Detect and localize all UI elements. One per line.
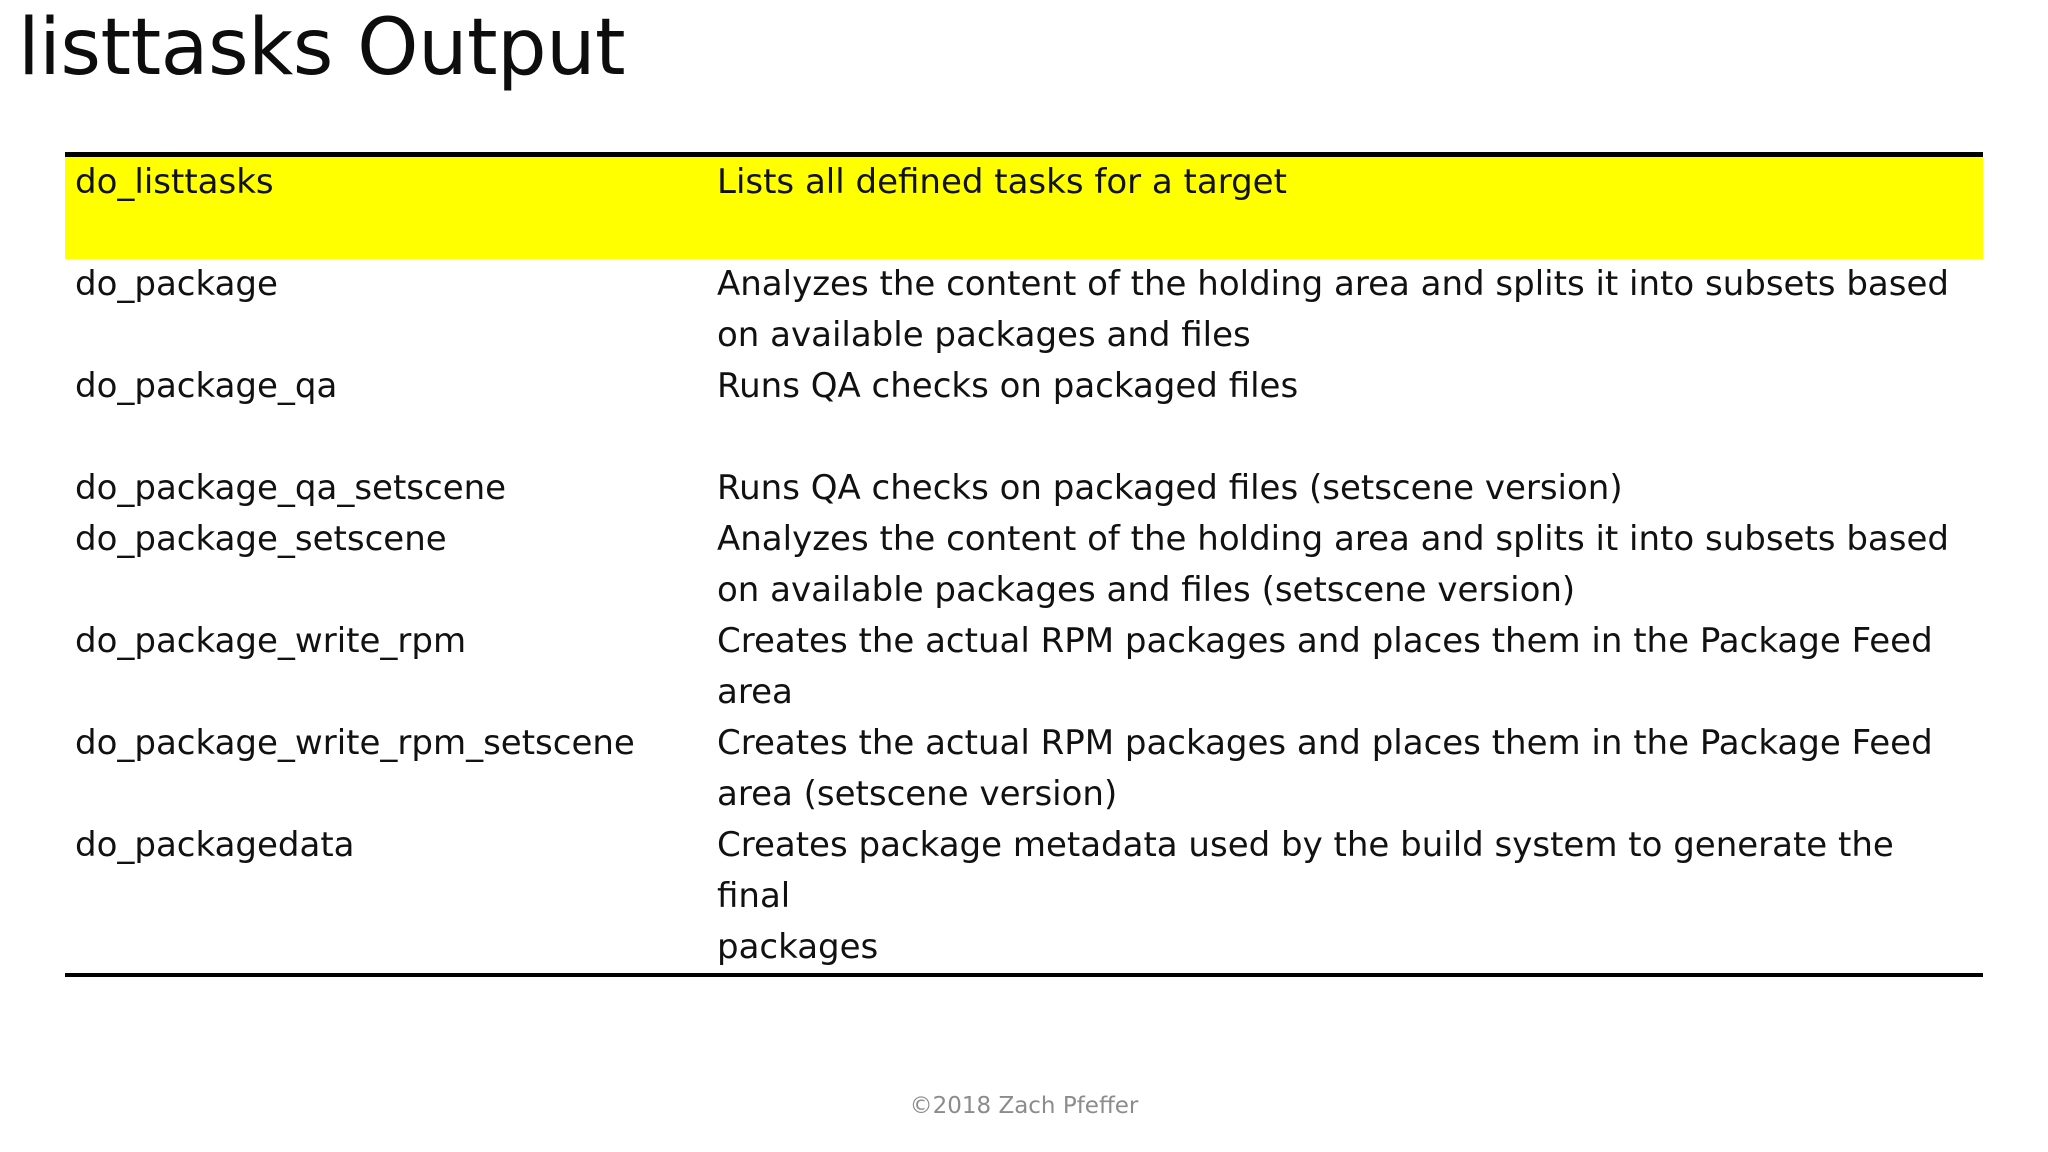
task-description-cell: Runs QA checks on packaged files (setsce…: [705, 463, 1983, 514]
table-row: do_package_setscene Analyzes the content …: [65, 514, 1983, 616]
task-description-line: [717, 412, 1959, 463]
task-description-line: Creates the actual RPM packages and plac…: [717, 723, 1933, 763]
task-description-line: packages: [717, 927, 879, 967]
task-description-line: Analyzes the content of the holding area…: [717, 519, 1949, 559]
table-row: do_package_qa_setscene Runs QA checks on …: [65, 463, 1983, 514]
task-name-cell: do_listtasks: [65, 152, 705, 259]
task-description-line: on available packages and files (setscen…: [717, 570, 1576, 610]
page-title: listtasks Output: [18, 3, 626, 93]
task-description-line: Runs QA checks on packaged files: [717, 366, 1299, 406]
task-description-cell: Lists all defined tasks for a target: [705, 152, 1983, 259]
tasks-table-body: do_listtasks Lists all defined tasks for …: [65, 152, 1983, 977]
task-description-line: area: [717, 672, 793, 712]
task-name-cell: do_packagedata: [65, 820, 705, 977]
table-row: do_package_write_rpm Creates the actual R…: [65, 616, 1983, 718]
task-name-cell: do_package_write_rpm: [75, 621, 467, 661]
task-description-line: Creates package metadata used by the bui…: [717, 825, 1894, 916]
task-description-cell: Analyzes the content of the holding area…: [705, 259, 1983, 361]
table-row: do_package_qa Runs QA checks on packaged …: [65, 361, 1983, 463]
task-name-cell: do_package: [75, 264, 278, 304]
task-description-cell: Creates the actual RPM packages and plac…: [705, 616, 1983, 718]
task-description-cell: Runs QA checks on packaged files: [705, 361, 1983, 463]
task-description-line: area (setscene version): [717, 774, 1118, 814]
task-name-cell: do_package_qa: [75, 366, 338, 406]
task-description-cell: Analyzes the content of the holding area…: [705, 514, 1983, 616]
task-name-cell: do_package_qa_setscene: [75, 468, 507, 508]
task-name-cell: do_package_write_rpm_setscene: [75, 723, 635, 763]
table-row: do_package_write_rpm_setscene Creates the…: [65, 718, 1983, 820]
task-description-cell: Creates package metadata used by the bui…: [705, 820, 1983, 977]
table-row: do_listtasks Lists all defined tasks for …: [65, 152, 1983, 259]
footer-copyright: ©2018 Zach Pfeffer: [909, 1093, 1139, 1119]
tasks-table: do_listtasks Lists all defined tasks for …: [65, 152, 1983, 977]
task-name-cell: do_package_setscene: [75, 519, 447, 559]
task-description-line: on available packages and files: [717, 315, 1251, 355]
task-description-line: Creates the actual RPM packages and plac…: [717, 621, 1933, 661]
table-row: do_package Analyzes the content of the ho…: [65, 259, 1983, 361]
task-description-line: Runs QA checks on packaged files (setsce…: [717, 468, 1623, 508]
task-description-line: Lists all defined tasks for a target: [717, 162, 1287, 202]
task-description-line: Analyzes the content of the holding area…: [717, 264, 1949, 304]
task-description-line: [717, 208, 1959, 259]
task-description-cell: Creates the actual RPM packages and plac…: [705, 718, 1983, 820]
